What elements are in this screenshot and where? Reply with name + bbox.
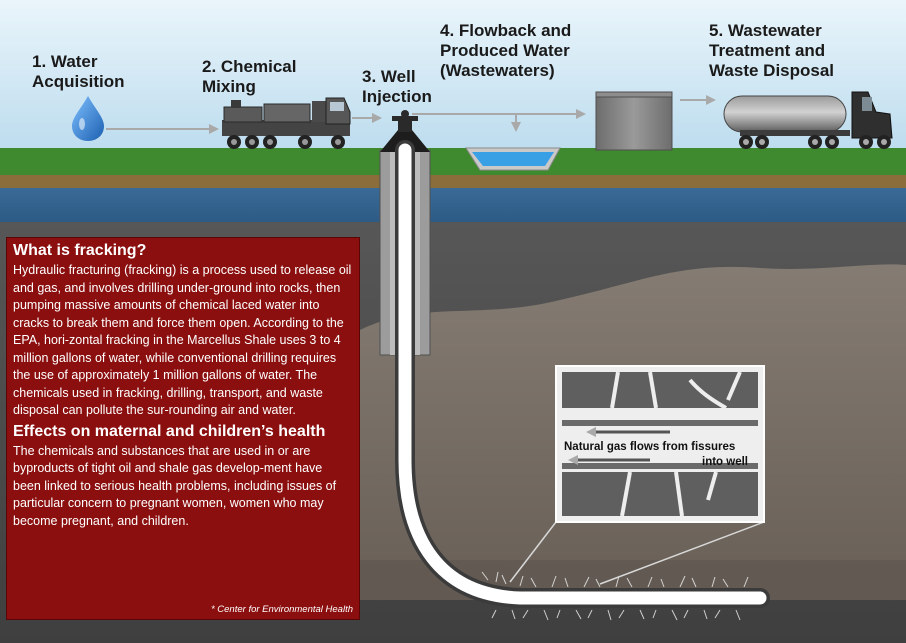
fissure-callout: [555, 365, 765, 523]
gas-flow-label: Natural gas flows from fissures into wel…: [560, 440, 756, 470]
step-label-line: 5. Wastewater: [709, 21, 822, 40]
step-label-line: 3. Well: [362, 67, 416, 86]
step-label-line: Produced Water: [440, 41, 570, 60]
step-label-line: Waste Disposal: [709, 61, 835, 80]
gas-flow-label-line1: Natural gas flows from fissures: [564, 441, 736, 453]
step-well-injection: 3. Well Injection: [362, 67, 432, 107]
water-drop-icon: [72, 96, 104, 141]
info-heading-what-is-fracking: What is fracking?: [13, 242, 147, 259]
gas-flow-label-line2: into well: [702, 456, 748, 468]
step-chemical-mixing: 2. Chemical Mixing: [202, 57, 297, 97]
step-label-line: Mixing: [202, 77, 256, 96]
step-water-acquisition: 1. Water Acquisition: [32, 52, 125, 92]
step-label-line: 1. Water: [32, 52, 98, 71]
tanker-truck-icon: [723, 91, 893, 149]
callout-connector-1: [509, 521, 557, 583]
ground-surface: [0, 148, 906, 178]
step-flowback: 4. Flowback and Produced Water (Wastewat…: [440, 21, 571, 81]
step-wastewater-disposal: 5. Wastewater Treatment and Waste Dispos…: [709, 21, 834, 81]
info-heading-health-effects: Effects on maternal and children’s healt…: [13, 422, 326, 440]
mixing-truck-icon: [222, 97, 351, 149]
step-label-line: 4. Flowback and: [440, 21, 572, 40]
callout-connector-2: [599, 521, 765, 585]
info-panel: What is fracking? Hydraulic fracturing (…: [6, 237, 360, 620]
well-bore-inner: [398, 143, 767, 605]
source-citation: * Center for Environmental Health: [210, 604, 353, 615]
fracture-zone: [481, 571, 749, 621]
step-label-line: Injection: [362, 87, 432, 106]
step-label-line: Treatment and: [709, 41, 826, 60]
info-paragraph-health: The chemicals and substances that are us…: [13, 443, 337, 528]
step-label-line: (Wastewaters): [440, 61, 555, 80]
aquifer-layer: [0, 188, 906, 224]
flowback-pit-icon: [465, 147, 561, 171]
soil-layer: [0, 175, 906, 189]
step-label-line: Acquisition: [32, 72, 125, 91]
info-paragraph-fracking: Hydraulic fracturing (fracking) is a pro…: [13, 263, 352, 417]
storage-tank-icon: [595, 91, 673, 151]
step-label-line: 2. Chemical: [202, 57, 297, 76]
